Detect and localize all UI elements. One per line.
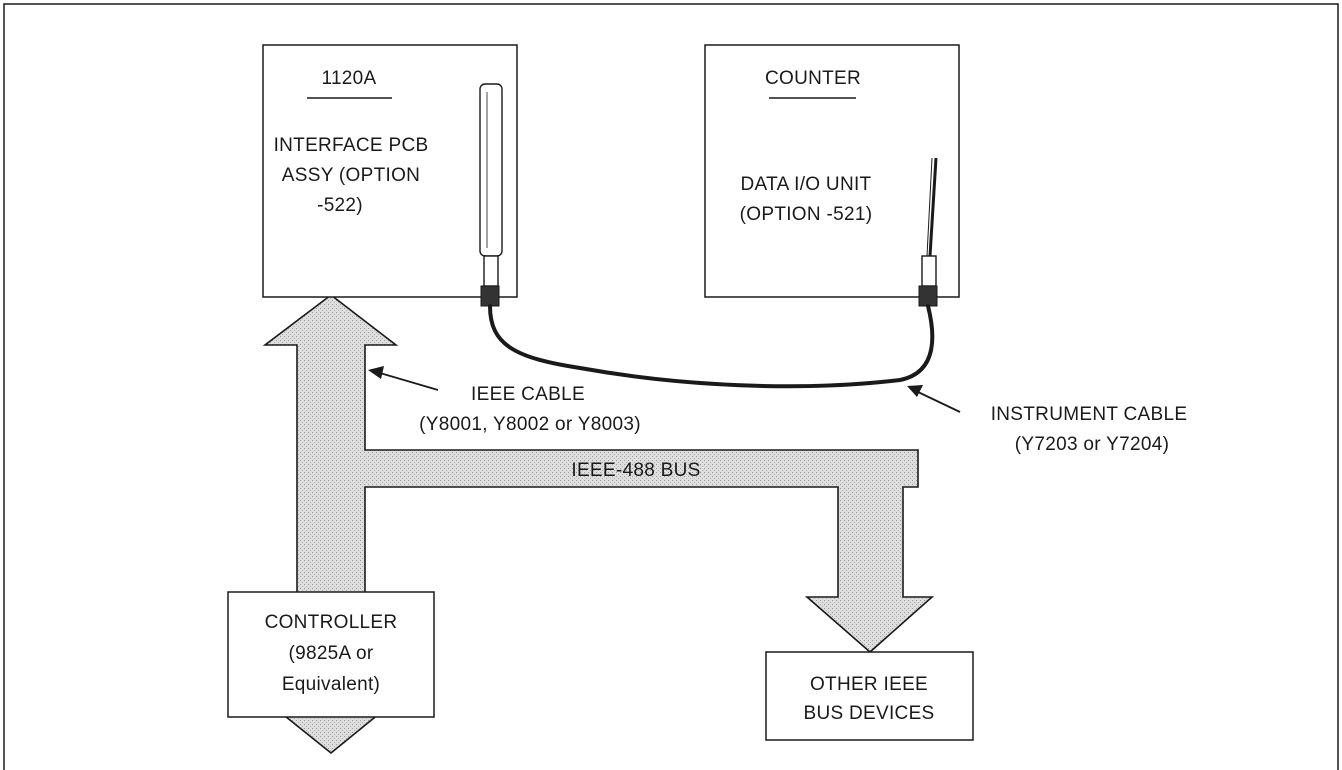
data-io-card <box>918 157 938 307</box>
figure-border <box>3 3 1339 770</box>
interface-line-2: ASSY (OPTION <box>282 165 420 186</box>
instrument-cable-label: INSTRUMENT CABLE <box>991 404 1188 425</box>
interface-title: 1120A <box>321 68 376 89</box>
interface-line-1: INTERFACE PCB <box>274 135 429 156</box>
other-devices-box <box>765 651 974 741</box>
controller-line-3: Equivalent) <box>282 674 380 695</box>
ieee-cable-label: IEEE CABLE <box>471 384 585 405</box>
instrument-cable-part-numbers: (Y7203 or Y7204) <box>1015 434 1169 455</box>
counter-line-2: (OPTION -521) <box>740 204 873 225</box>
instrument-cable-pointer-arrow <box>907 385 961 413</box>
other-devices-line-2: BUS DEVICES <box>803 703 934 724</box>
interface-pcb-card <box>479 83 503 307</box>
ieee-488-bus-label: IEEE-488 BUS <box>571 460 700 481</box>
controller-line-1: CONTROLLER <box>265 612 398 633</box>
controller-box <box>227 591 435 718</box>
counter-line-1: DATA I/O UNIT <box>741 174 872 195</box>
other-devices-line-1: OTHER IEEE <box>810 674 928 695</box>
ieee-cable-part-numbers: (Y8001, Y8002 or Y8003) <box>419 414 641 435</box>
controller-line-2: (9825A or <box>288 643 373 664</box>
interface-line-3: -522) <box>317 195 363 216</box>
instrument-cable <box>488 304 935 389</box>
interface-box <box>262 44 518 298</box>
counter-box <box>704 44 960 298</box>
counter-title: COUNTER <box>765 68 861 89</box>
ieee-cable-pointer-arrow <box>368 366 439 391</box>
